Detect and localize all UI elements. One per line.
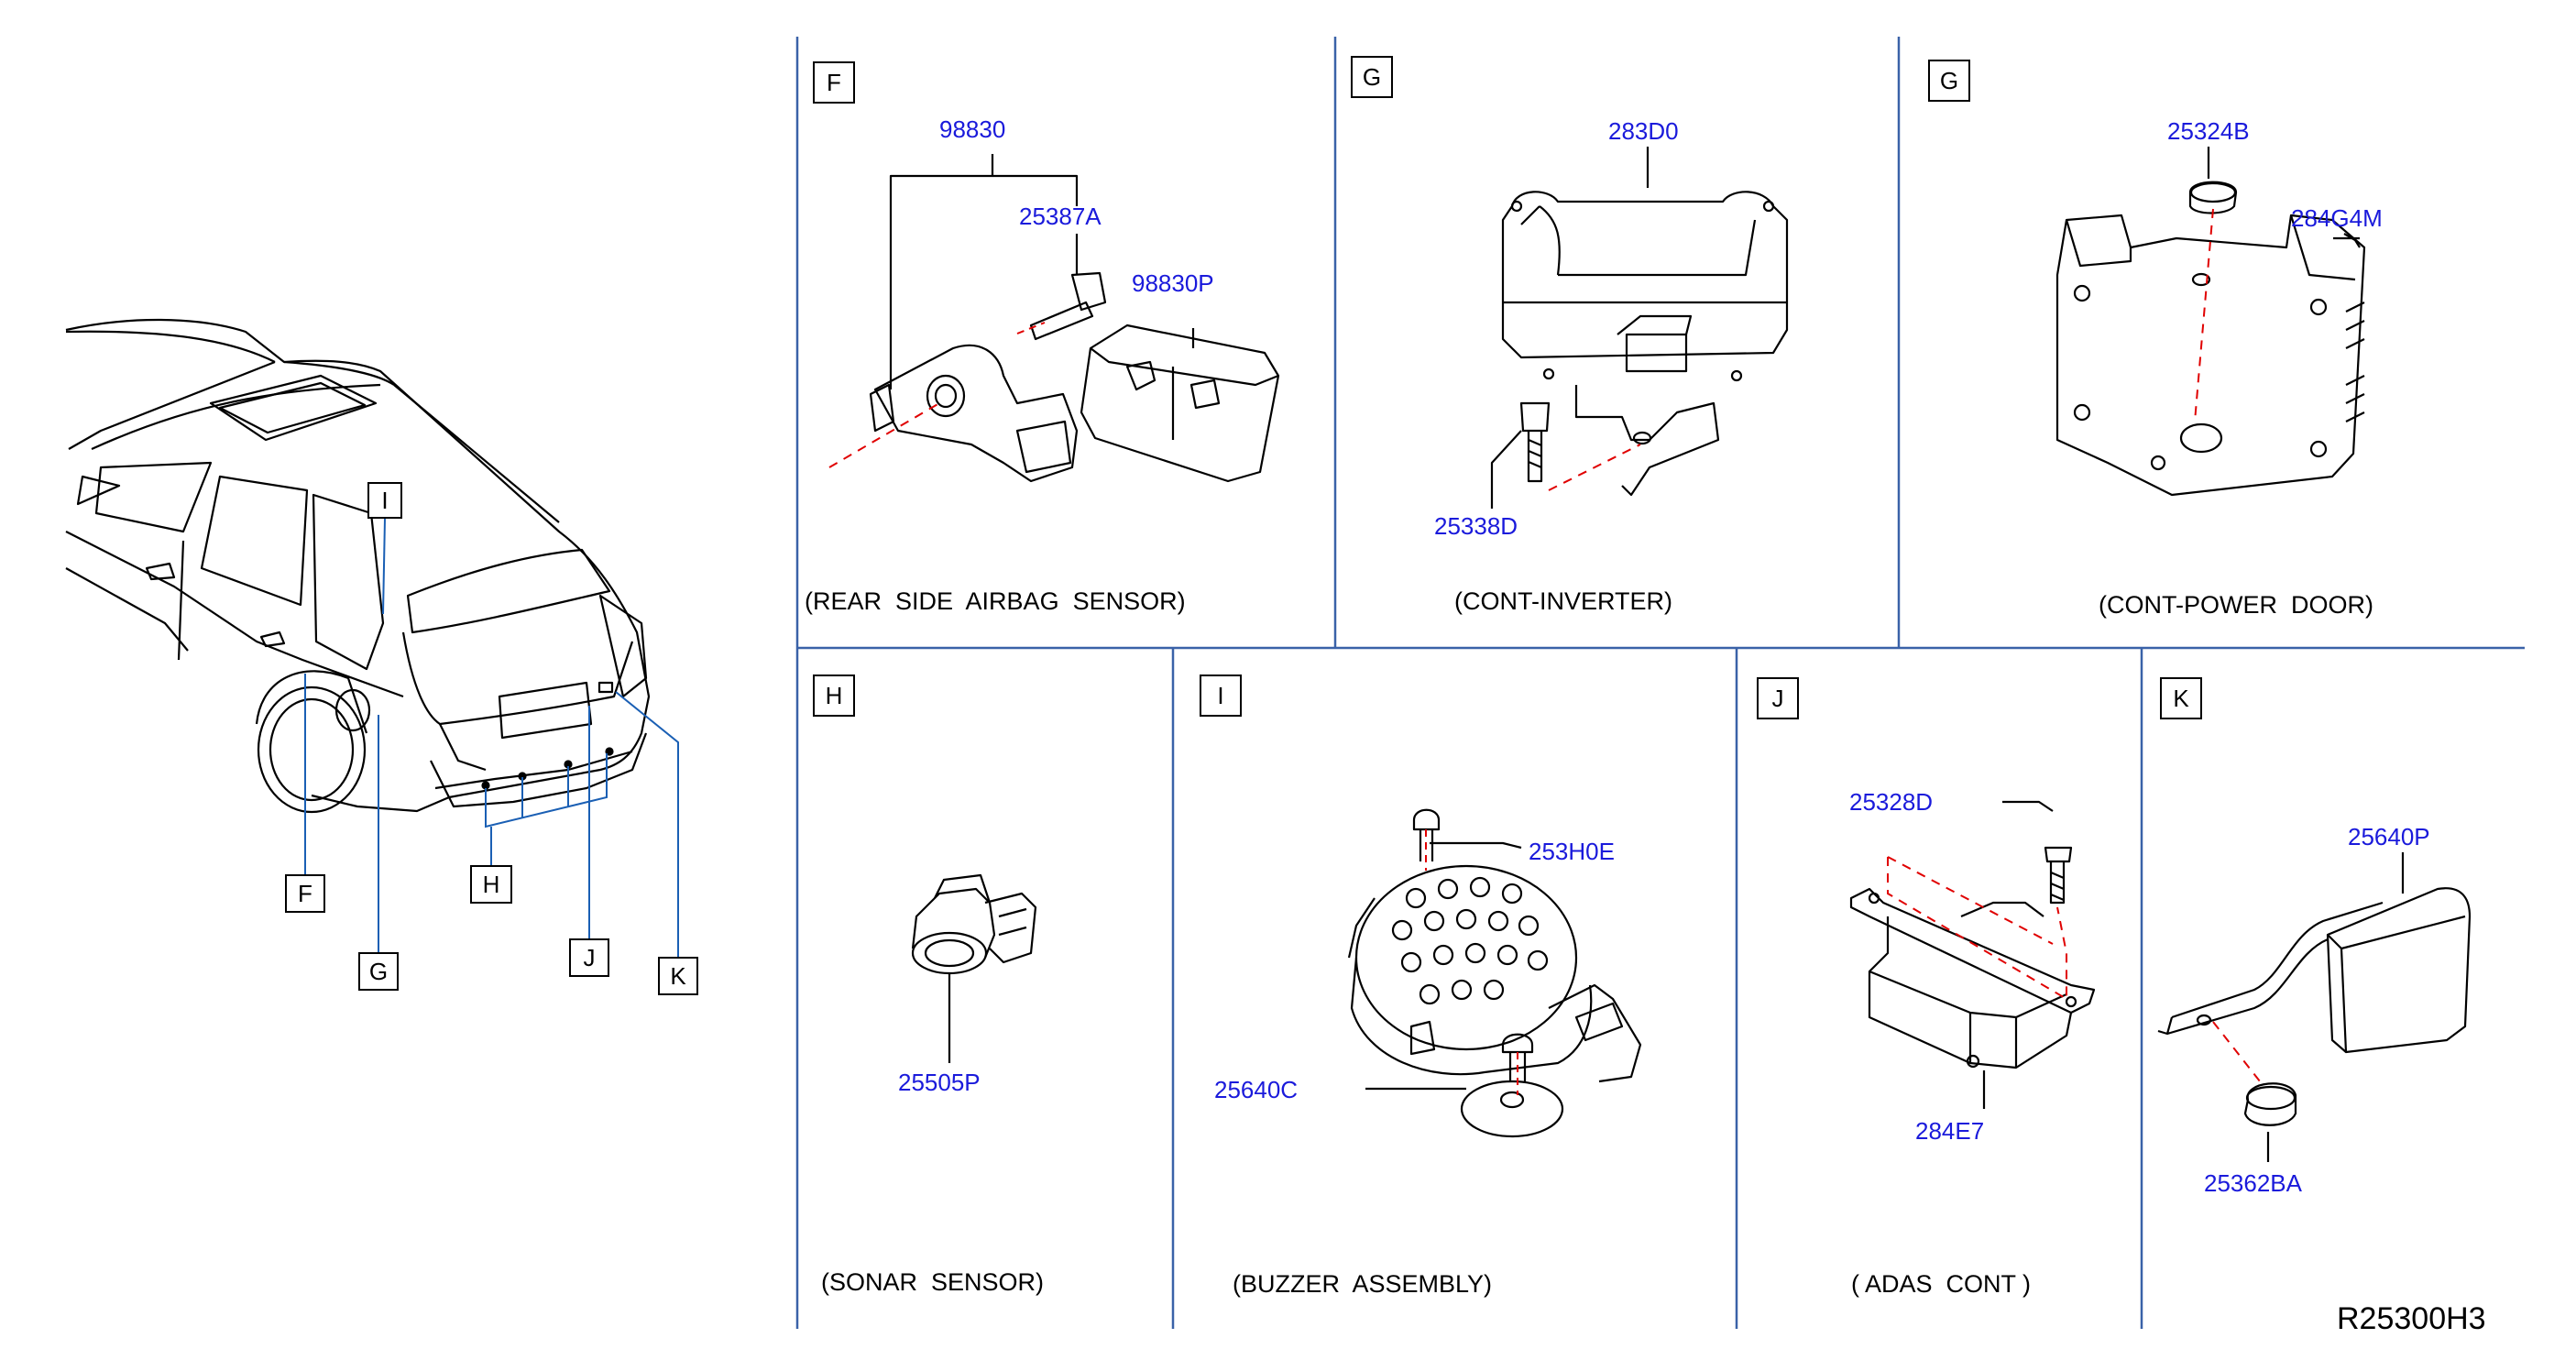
caption-airbag-sensor: (REAR SIDE AIRBAG SENSOR) [805,587,1186,615]
callout-letter-k: K [670,962,686,990]
callout-letter-j: J [584,944,596,971]
part-number-25338d: 25338D [1434,512,1518,540]
panel-letters: F G G H I J K [826,63,2190,712]
part-number-25640p: 25640P [2348,823,2430,850]
panel-letter-j: J [1772,685,1784,712]
panel-letter-h: H [826,682,843,709]
panel-dividers [795,37,2525,1329]
part-number-25362ba: 25362BA [2204,1169,2303,1197]
callout-box-g [358,952,399,991]
part-number-25640c: 25640C [1214,1076,1298,1103]
callout-letter-f: F [298,880,312,907]
power-door-part-numbers: 25324B 284G4M [2167,117,2383,232]
inverter-dash-line [1548,444,1641,491]
panel-letter-g1: G [1363,63,1381,91]
inverter-drawing [1490,147,1789,509]
panel-letter-i: I [1217,682,1223,709]
adas-part-numbers: 25328D 284E7 [1849,788,1984,1145]
callout-box-h [470,865,512,904]
part-number-98830: 98830 [939,115,1005,143]
part-number-25387a: 25387A [1019,203,1102,230]
callout-letter-i: I [381,487,388,514]
callout-box-f [285,874,325,913]
buzzer-part-numbers: 253H0E 25640C [1214,838,1615,1103]
buzzer-drawing [1347,808,1642,1138]
airbag-dash-line [828,402,940,468]
module-k-dash-line [2212,1021,2264,1087]
caption-cont-power-door: (CONT-POWER DOOR) [2099,591,2373,619]
part-number-25328d: 25328D [1849,788,1933,816]
part-number-284e7: 284E7 [1915,1117,1984,1145]
power-door-dash-line [2194,208,2214,422]
callout-box-k [658,957,698,995]
callout-box-i [367,482,402,519]
part-number-283d0: 283D0 [1608,117,1679,145]
caption-cont-inverter: (CONT-INVERTER) [1454,587,1672,615]
part-number-25324b: 25324B [2167,117,2250,145]
panel-letter-g2: G [1940,67,1958,94]
module-k-drawing [2157,852,2472,1162]
caption-sonar-sensor: (SONAR SENSOR) [821,1268,1044,1296]
adas-dash-lines [1887,856,2067,1001]
drawing-code: R25300H3 [2337,1301,2486,1336]
vehicle-callout-letters: I F G H J K [298,487,686,990]
part-number-25505p: 25505P [898,1069,981,1096]
power-door-drawing [2055,147,2366,497]
part-number-284g4m: 284G4M [2291,204,2383,232]
vehicle-drawing [65,318,651,814]
adas-cont-drawing [1849,800,2096,1109]
airbag-sensor-drawing [869,154,1280,483]
panel-letter-f: F [827,69,841,96]
callout-letter-h: H [483,871,500,898]
callout-box-j [569,938,609,977]
part-number-253h0e: 253H0E [1529,838,1615,865]
vehicle-callouts [285,482,698,995]
sonar-sensor-drawing [911,873,1037,1063]
caption-adas-cont: ( ADAS CONT ) [1851,1270,2031,1298]
airbag-bolt-dash [1016,322,1046,335]
panel-letter-k: K [2173,685,2189,712]
part-number-98830p: 98830P [1132,269,1214,297]
module-k-part-numbers: 25640P 25362BA [2204,823,2430,1197]
callout-letter-g: G [369,958,388,985]
airbag-part-numbers: 98830 25387A 98830P [939,115,1214,297]
panel-letter-boxes [813,56,2202,719]
inverter-part-numbers: 283D0 25338D [1434,117,1679,540]
vehicle-leaders [304,517,679,958]
caption-buzzer-assembly: (BUZZER ASSEMBLY) [1233,1270,1492,1298]
